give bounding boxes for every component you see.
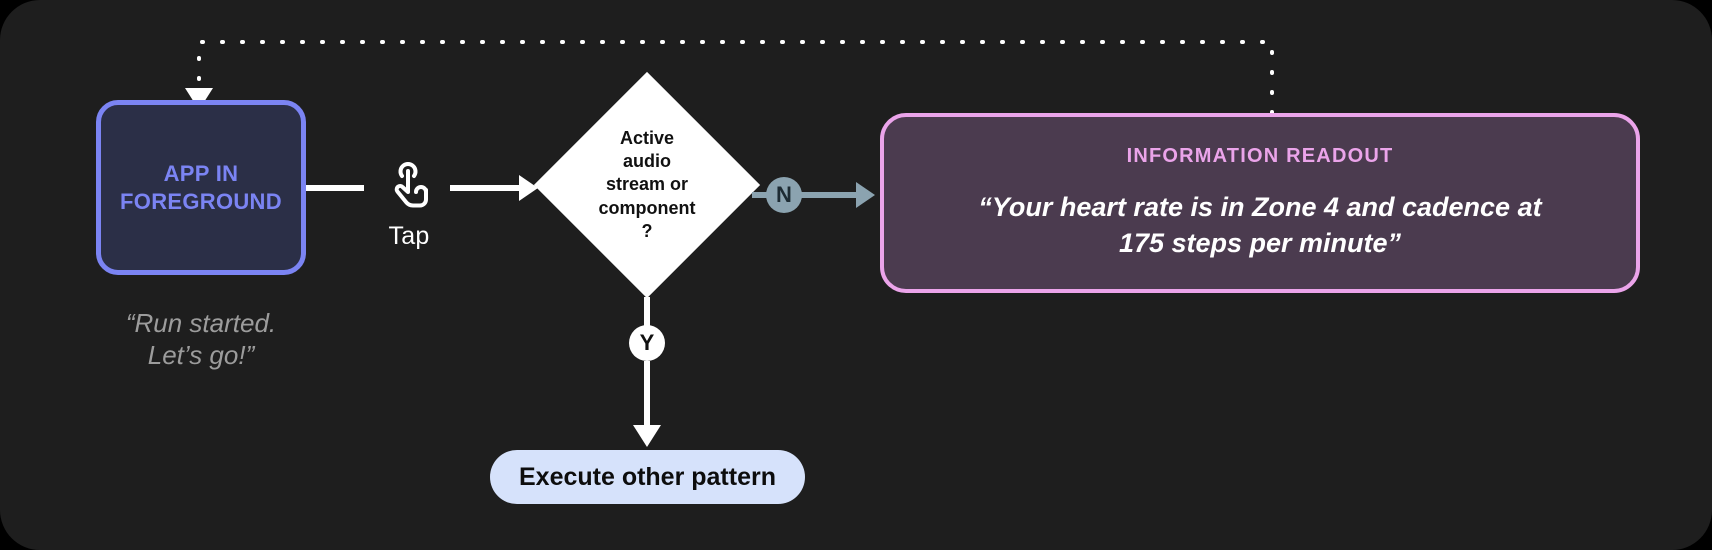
tap-gesture-group: Tap [368, 160, 450, 251]
app-caption-line2: Let’s go!” [147, 339, 255, 370]
decision-line1: Active [619, 128, 675, 149]
readout-input-arrowhead [856, 182, 875, 208]
decision-label: Active audio stream or component ? [535, 73, 759, 297]
edge-tap-to-decision [450, 185, 524, 191]
edge-decision-to-n-badge [752, 192, 770, 198]
readout-title: INFORMATION READOUT [1126, 144, 1394, 167]
decision-line5: ? [641, 220, 653, 241]
branch-badge-yes: Y [629, 325, 665, 361]
branch-badge-no: N [766, 177, 802, 213]
decision-input-arrowhead [519, 175, 538, 201]
branch-yes-label: Y [639, 330, 655, 355]
edge-n-to-readout [800, 192, 858, 198]
edge-app-to-tap [306, 185, 364, 191]
app-node-label-line1: APP IN [163, 161, 239, 186]
execute-pattern-label: Execute other pattern [518, 462, 776, 491]
node-information-readout[interactable]: INFORMATION READOUT “Your heart rate is … [880, 113, 1640, 293]
app-node-label-line2: FOREGROUND [120, 188, 282, 214]
readout-body: “Your heart rate is in Zone 4 and cadenc… [978, 190, 1541, 261]
edge-y-to-execute [644, 361, 650, 429]
node-decision-active-audio[interactable]: Active audio stream or component ? [533, 71, 761, 299]
node-app-in-foreground[interactable]: APP IN FOREGROUND [96, 100, 306, 275]
node-execute-other-pattern[interactable]: Execute other pattern [490, 450, 805, 504]
tap-gesture-icon [368, 160, 450, 216]
edge-decision-to-y-badge [644, 297, 650, 327]
app-node-label: APP IN FOREGROUND [120, 160, 282, 215]
readout-body-line2: 175 steps per minute” [1118, 227, 1402, 258]
app-caption-line1: “Run started. [125, 308, 277, 338]
decision-line2: audio [623, 151, 671, 172]
tap-label: Tap [388, 222, 430, 250]
readout-body-line1: “Your heart rate is in Zone 4 and cadenc… [978, 191, 1542, 222]
app-node-caption: “Run started. Let’s go!” [76, 308, 326, 371]
branch-no-label: N [776, 182, 792, 207]
execute-input-arrowhead [633, 425, 661, 447]
decision-line3: stream or [605, 174, 689, 195]
decision-line4: component [598, 197, 696, 218]
